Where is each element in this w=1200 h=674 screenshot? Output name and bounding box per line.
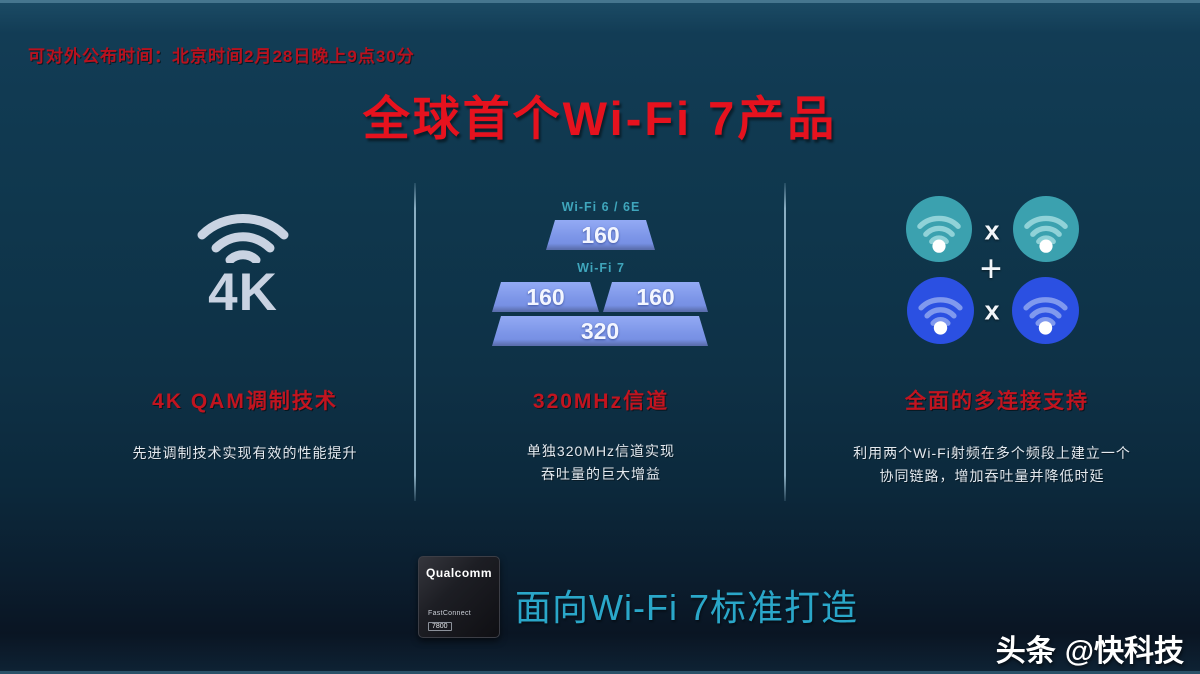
bottom-edge-strip: [0, 671, 1200, 674]
announce-time-text: 可对外公布时间：北京时间2月28日晚上9点30分: [28, 47, 415, 66]
wifi7-160mhz-bar-b: 160: [603, 282, 708, 312]
multiply-operator-bottom: x: [984, 295, 1000, 326]
middle-column-body-line2: 吞吐量的巨大增益: [541, 466, 661, 482]
watermark: 头条@快科技: [996, 626, 1184, 670]
right-column-body-line2: 协同链路，增加吞吐量并降低时延: [879, 468, 1105, 484]
right-column-body-line1: 利用两个Wi-Fi射频在多个频段上建立一个: [853, 445, 1131, 461]
page-title: 全球首个Wi-Fi 7产品: [362, 92, 838, 145]
watermark-prefix: 头条: [995, 635, 1056, 668]
wifi-circle-blue-icon-1: [907, 277, 974, 344]
wifi6-6e-label: Wi-Fi 6 / 6E: [561, 200, 641, 214]
wifi7-160mhz-bar-a: 160: [492, 282, 599, 312]
wifi-signal-4k-icon: [197, 214, 289, 263]
middle-column-body-line1: 单独320MHz信道实现: [526, 443, 676, 459]
left-column-body: 先进调制技术实现有效的性能提升: [132, 445, 358, 461]
middle-column-heading: 320MHz信道: [532, 390, 670, 413]
4k-label: 4K: [208, 263, 278, 322]
wifi-circle-blue-icon-2: [1012, 277, 1079, 344]
left-column-heading: 4K QAM调制技术: [152, 390, 338, 413]
watermark-suffix: @快科技: [1064, 635, 1184, 668]
chip-number-text: 7800: [428, 622, 452, 631]
wifi-circle-teal-icon-1: [906, 196, 972, 262]
chip-brand-logo: Qualcomm: [425, 566, 492, 580]
column-divider-left: [414, 183, 416, 501]
column-divider-right: [784, 183, 786, 501]
top-edge-strip: [0, 0, 1200, 3]
right-column-heading: 全面的多连接支持: [905, 390, 1089, 413]
footer-caption: 面向Wi-Fi 7标准打造: [515, 587, 858, 628]
chip-model-text: FastConnect: [428, 610, 471, 617]
qualcomm-chip-image: Qualcomm FastConnect 7800: [418, 556, 500, 638]
plus-operator: +: [979, 248, 1003, 291]
wifi7-label: Wi-Fi 7: [577, 261, 625, 275]
multiply-operator-top: x: [984, 215, 1000, 246]
wifi7-320mhz-bar: 320: [492, 316, 708, 346]
wifi6-160mhz-bar: 160: [546, 220, 655, 250]
wifi-circle-teal-icon-2: [1013, 196, 1079, 262]
